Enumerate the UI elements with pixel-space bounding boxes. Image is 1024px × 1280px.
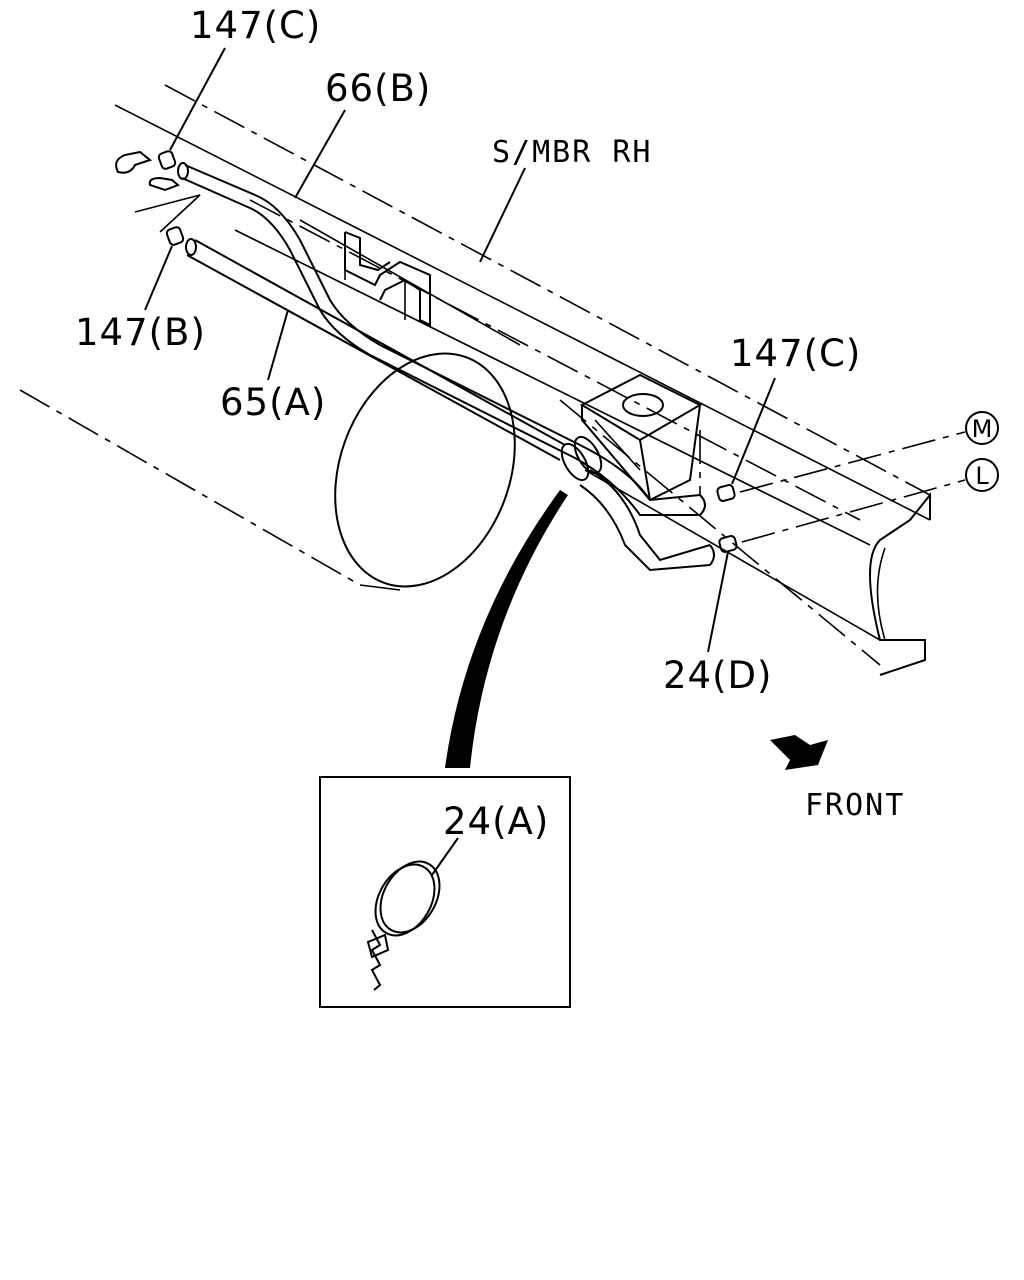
label-65a: 65(A) [220, 381, 326, 424]
hose-66b [177, 162, 706, 516]
label-147c-top: 147(C) [190, 4, 321, 47]
label-66b: 66(B) [325, 67, 431, 110]
front-direction-arrow-icon [770, 735, 828, 770]
right-clips [716, 431, 966, 553]
connector-m-label: M [972, 415, 993, 443]
leader-lines [144, 47, 776, 653]
label-147b: 147(B) [75, 311, 206, 354]
label-front: FRONT [805, 788, 905, 823]
label-24d: 24(D) [663, 654, 772, 697]
grommet [560, 435, 603, 482]
left-clips [115, 150, 201, 246]
detail-callout-swoosh [445, 490, 568, 768]
detail-box [319, 776, 571, 1008]
side-member [114, 84, 931, 676]
label-147c-right: 147(C) [730, 332, 861, 375]
label-side-member: S/MBR RH [492, 135, 653, 170]
tank-bracket [344, 231, 431, 327]
connector-l: L [965, 458, 999, 492]
hose-65a [185, 238, 715, 572]
connector-m: M [965, 411, 999, 445]
label-24a: 24(A) [443, 800, 549, 843]
connector-l-label: L [975, 462, 989, 490]
